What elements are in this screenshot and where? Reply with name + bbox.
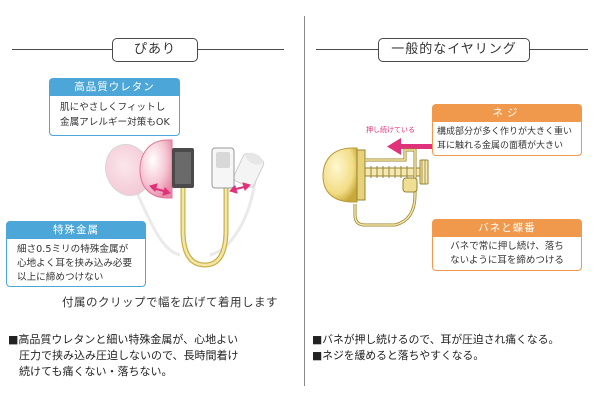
spread-arrow-left	[149, 183, 171, 196]
left-caption: 付属のクリップで幅を広げて着用します	[62, 295, 278, 309]
base-plate	[356, 149, 366, 201]
screw-callout-text: 構成部分が多く作りが大きく重い 耳に触れる金属の面積が大きい	[437, 127, 573, 151]
push-label: 押し続けている	[366, 126, 415, 134]
left-note: ■高品質ウレタンと細い特殊金属が、心地よい 圧力で挟み込み圧迫しないので、長時間…	[8, 333, 239, 378]
urethane-callout-heading: 高品質ウレタン	[50, 79, 179, 96]
right-title: 一般的なイヤリング	[378, 38, 530, 62]
spring-hinge-callout-text: バネで常に押し続け、落ち ないように耳を締めつける	[450, 241, 564, 266]
ear-pad-ball	[322, 147, 358, 203]
urethane-ball	[139, 139, 173, 199]
urethane-callout-text: 肌にやさしくフィットし 金属アレルギー対策もOK	[60, 102, 170, 128]
standard-earring-illustration	[322, 138, 434, 227]
spring-hinge-callout: バネと蝶番 バネで常に押し続け、落ち ないように耳を締めつける	[432, 219, 582, 271]
screw-callout-heading: ネジ	[433, 105, 581, 122]
screw-icon	[364, 159, 429, 185]
urethane-callout: 高品質ウレタン 肌にやさしくフィットし 金属アレルギー対策もOK	[49, 78, 180, 136]
special-metal-callout-heading: 特殊金属	[7, 222, 145, 239]
spread-arrow-right	[229, 182, 251, 194]
special-metal-callout-text: 細さ0.5ミリの特殊金属が 心地よく耳を挟み込み必要 以上に締めつけない	[17, 244, 133, 283]
right-note: ■バネが押し続けるので、耳が圧迫され痛くなる。 ■ネジを緩めると落ちやすくなる。	[312, 333, 560, 362]
ghost-cap-right	[233, 152, 265, 188]
left-title: ぴあり	[112, 38, 198, 62]
special-metal-callout: 特殊金属 細さ0.5ミリの特殊金属が 心地よく耳を挟み込み必要 以上に締めつけな…	[6, 221, 146, 287]
screw-callout: ネジ 構成部分が多く作りが大きく重い 耳に触れる金属の面積が大きい	[432, 104, 582, 156]
push-arrow	[387, 138, 434, 155]
panel-divider	[304, 16, 305, 386]
spring-hinge-callout-heading: バネと蝶番	[433, 220, 581, 237]
piari-earring-illustration	[104, 139, 265, 268]
ghost-wire-right	[209, 179, 257, 257]
